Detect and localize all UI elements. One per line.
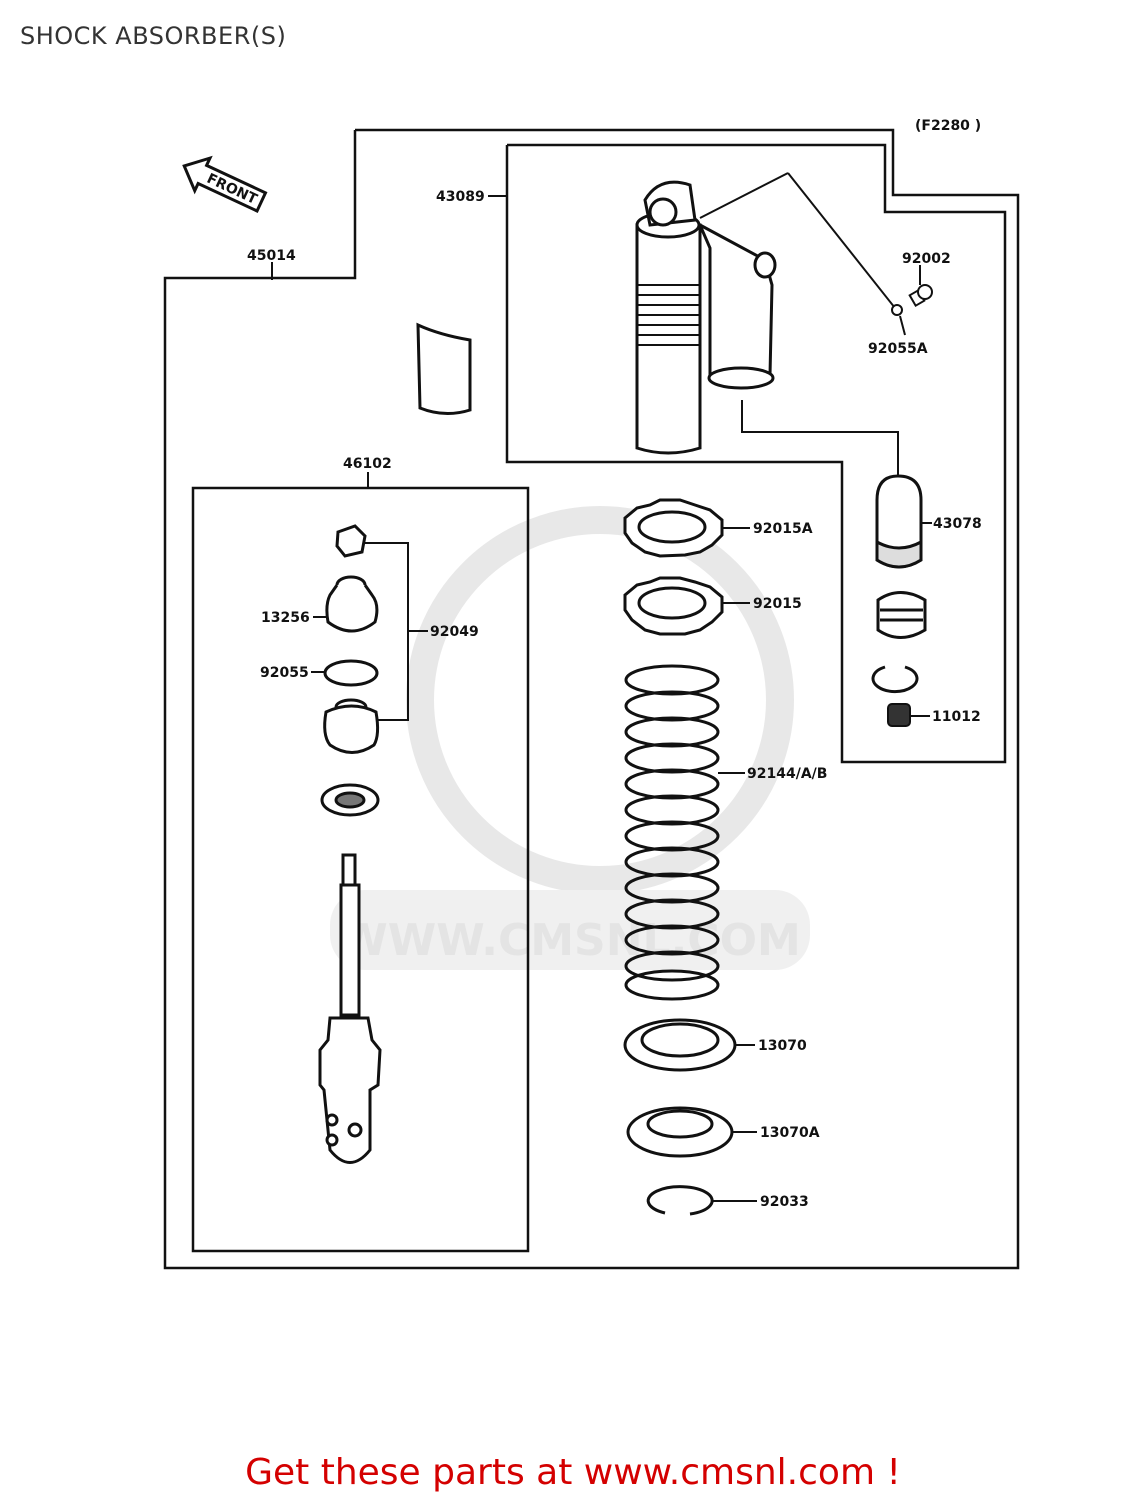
coil-spring-icon: [624, 664, 720, 1001]
parts-diagram: WWW.CMSNL.COM (F2280 ) FRONT: [163, 118, 1020, 1270]
label-92033: 92033: [760, 1194, 809, 1210]
piston-rod-icon: [318, 853, 382, 1164]
label-45014: 45014: [247, 248, 296, 264]
diagram-code: (F2280 ): [915, 118, 981, 134]
frame-43089: [505, 143, 1007, 764]
label-92002: 92002: [902, 251, 951, 267]
adjuster-nut-92015A-icon: [623, 498, 724, 558]
label-92055A: 92055A: [868, 341, 928, 357]
label-46102: 46102: [343, 456, 392, 472]
page-title: SHOCK ABSORBER(S): [20, 22, 287, 50]
shock-body-icon: [635, 180, 777, 455]
label-92015A: 92015A: [753, 521, 813, 537]
spring-seat-icon: [320, 783, 380, 817]
nut-icon: [335, 524, 367, 558]
label-92144: 92144/A/B: [747, 766, 827, 782]
label-43089: 43089: [436, 189, 485, 205]
frame-46102: [191, 486, 530, 1253]
label-13256: 13256: [261, 610, 310, 626]
label-92049: 92049: [430, 624, 479, 640]
rubber-bushing-13256-icon: [325, 575, 379, 633]
label-13070: 13070: [758, 1038, 807, 1054]
bolt-92002-icon: [908, 284, 933, 308]
rubber-bushing-icon: [323, 698, 380, 754]
spring-guide-13070-icon: [623, 1018, 737, 1072]
label-11012: 11012: [932, 709, 981, 725]
valve-cap-icon: [887, 703, 911, 727]
circlip-92033-icon: [646, 1185, 714, 1216]
washer-92055A-icon: [891, 304, 903, 316]
watermark-text: WWW.CMSNL.COM: [339, 915, 801, 966]
bump-rubber-icon: [876, 591, 927, 639]
sleeve-icon: [416, 322, 472, 415]
watermark-logo: WWW.CMSNL.COM: [330, 506, 810, 970]
frame-45014: [163, 128, 1020, 1270]
promo-link[interactable]: Get these parts at www.cmsnl.com !: [245, 1452, 901, 1493]
label-13070A: 13070A: [760, 1125, 820, 1141]
label-43078: 43078: [933, 516, 982, 532]
label-92055: 92055: [260, 665, 309, 681]
front-arrow-icon: FRONT: [182, 155, 268, 213]
label-92015: 92015: [753, 596, 802, 612]
o-ring-92055-icon: [323, 659, 379, 687]
spring-guide-13070A-icon: [626, 1106, 734, 1158]
lock-nut-92015-icon: [623, 576, 724, 636]
snap-ring-icon: [871, 665, 919, 694]
reservoir-cap-icon: [875, 474, 923, 569]
